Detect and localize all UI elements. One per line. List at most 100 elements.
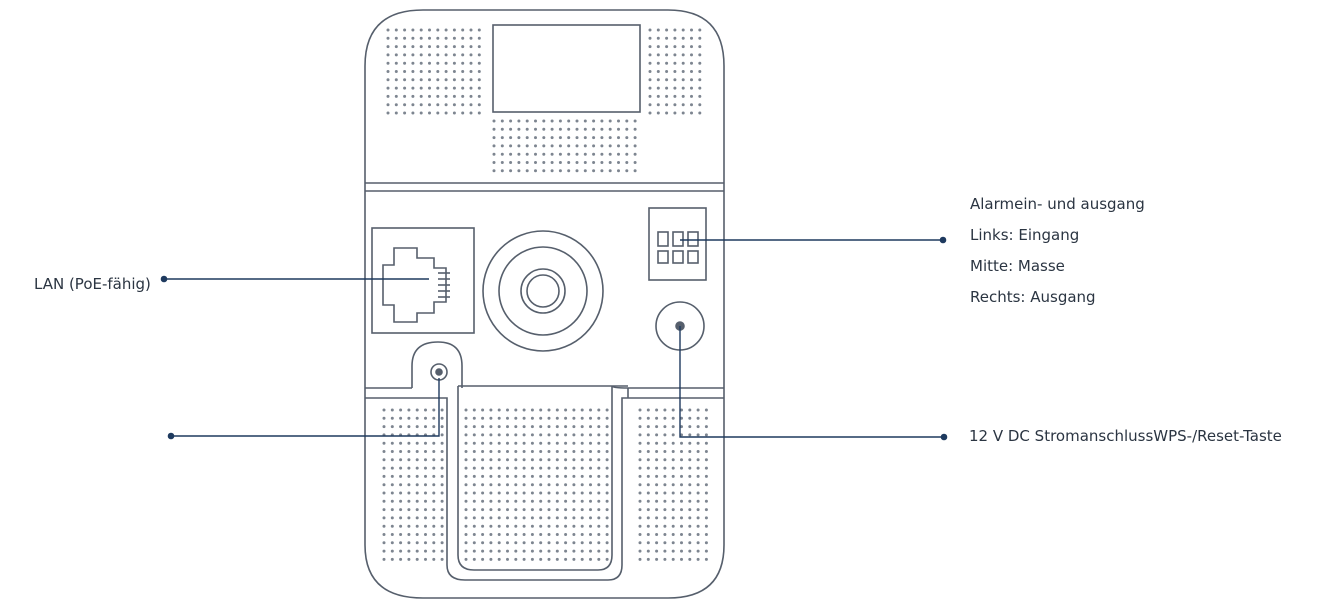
mount-socket (482, 230, 604, 352)
vent-hole (477, 70, 481, 73)
vent-hole (415, 516, 419, 520)
vent-hole (638, 408, 642, 412)
vent-hole (673, 45, 677, 49)
vent-hole (514, 499, 518, 503)
vent-hole (530, 541, 534, 545)
vent-hole (575, 127, 579, 131)
vent-hole (403, 86, 407, 90)
vent-hole (680, 441, 683, 445)
vent-hole (617, 144, 620, 148)
vent-hole (436, 61, 440, 65)
vent-hole (481, 474, 485, 478)
vent-hole (646, 433, 650, 437)
vent-hole (411, 103, 415, 107)
vent-hole (522, 450, 526, 453)
vent-hole (530, 483, 534, 487)
vent-hole (534, 161, 537, 164)
vent-hole (522, 425, 526, 429)
vent-hole (580, 458, 584, 462)
vent-hole (472, 408, 476, 412)
vent-hole (506, 474, 509, 478)
vent-hole (477, 103, 481, 107)
vent-hole (424, 483, 427, 487)
vent-hole (424, 557, 427, 561)
vent-hole (680, 408, 683, 412)
vent-hole (690, 61, 693, 65)
vent-hole (665, 28, 669, 32)
vent-hole (589, 441, 592, 445)
vent-hole (663, 516, 667, 520)
vent-hole (539, 416, 543, 420)
vent-hole (655, 433, 659, 437)
vent-hole (472, 466, 476, 470)
vent-hole (440, 458, 444, 462)
vent-hole (514, 483, 518, 487)
vent-hole (386, 36, 390, 40)
leader-alarm-dot (939, 236, 947, 244)
vent-hole (399, 557, 403, 561)
vent-hole (671, 549, 675, 553)
vent-hole (580, 441, 584, 445)
vent-hole (583, 144, 587, 148)
vent-hole (394, 94, 398, 98)
vent-hole (525, 127, 529, 131)
vent-hole (424, 416, 427, 420)
vent-hole (646, 466, 650, 470)
vent-hole (530, 549, 534, 553)
vent-hole (567, 152, 571, 156)
vent-hole (680, 499, 683, 503)
vent-hole (407, 533, 411, 536)
vent-hole (411, 86, 415, 90)
vent-hole (688, 466, 692, 470)
vent-hole (522, 516, 526, 520)
alarm-pin-mid-bottom (672, 250, 684, 264)
vent-hole (580, 491, 584, 495)
vent-hole (547, 483, 551, 487)
vent-hole (399, 516, 403, 520)
vent-hole (681, 53, 685, 57)
vent-hole (605, 433, 609, 437)
vent-hole (489, 557, 493, 561)
vent-hole (403, 28, 407, 32)
vent-hole (444, 111, 448, 115)
vent-hole (440, 549, 444, 553)
vent-hole (464, 433, 468, 437)
vent-hole (464, 408, 468, 412)
vent-hole (464, 524, 468, 528)
vent-hole (605, 541, 609, 545)
vent-hole (638, 483, 642, 487)
vent-hole (555, 557, 559, 561)
vent-hole (390, 408, 394, 412)
vent-hole (555, 466, 559, 470)
vent-hole (696, 557, 700, 561)
vent-hole (547, 524, 551, 528)
vent-hole (492, 161, 496, 164)
vent-hole (673, 70, 677, 73)
vent-hole (497, 483, 501, 487)
vent-hole (648, 78, 652, 82)
vent-hole (525, 136, 529, 140)
leader-wps-dot (167, 432, 175, 440)
vent-hole (469, 86, 473, 90)
vent-hole (534, 127, 537, 131)
vent-hole (539, 441, 543, 445)
vent-hole (638, 499, 642, 503)
vent-hole (681, 36, 685, 40)
vent-hole (663, 549, 667, 553)
vent-hole (648, 61, 652, 65)
vent-hole (589, 524, 592, 528)
vent-hole (489, 491, 493, 495)
vent-hole (415, 441, 419, 445)
vent-hole (663, 441, 667, 445)
vent-hole (589, 533, 592, 536)
vent-hole (558, 119, 562, 123)
vent-hole (564, 508, 568, 512)
vent-hole (681, 45, 685, 49)
vent-hole (415, 508, 419, 512)
vent-hole (673, 61, 677, 65)
vent-hole (663, 491, 667, 495)
vent-hole (394, 28, 398, 32)
vent-hole (472, 499, 476, 503)
vent-hole (530, 474, 534, 478)
vent-hole (472, 425, 476, 429)
